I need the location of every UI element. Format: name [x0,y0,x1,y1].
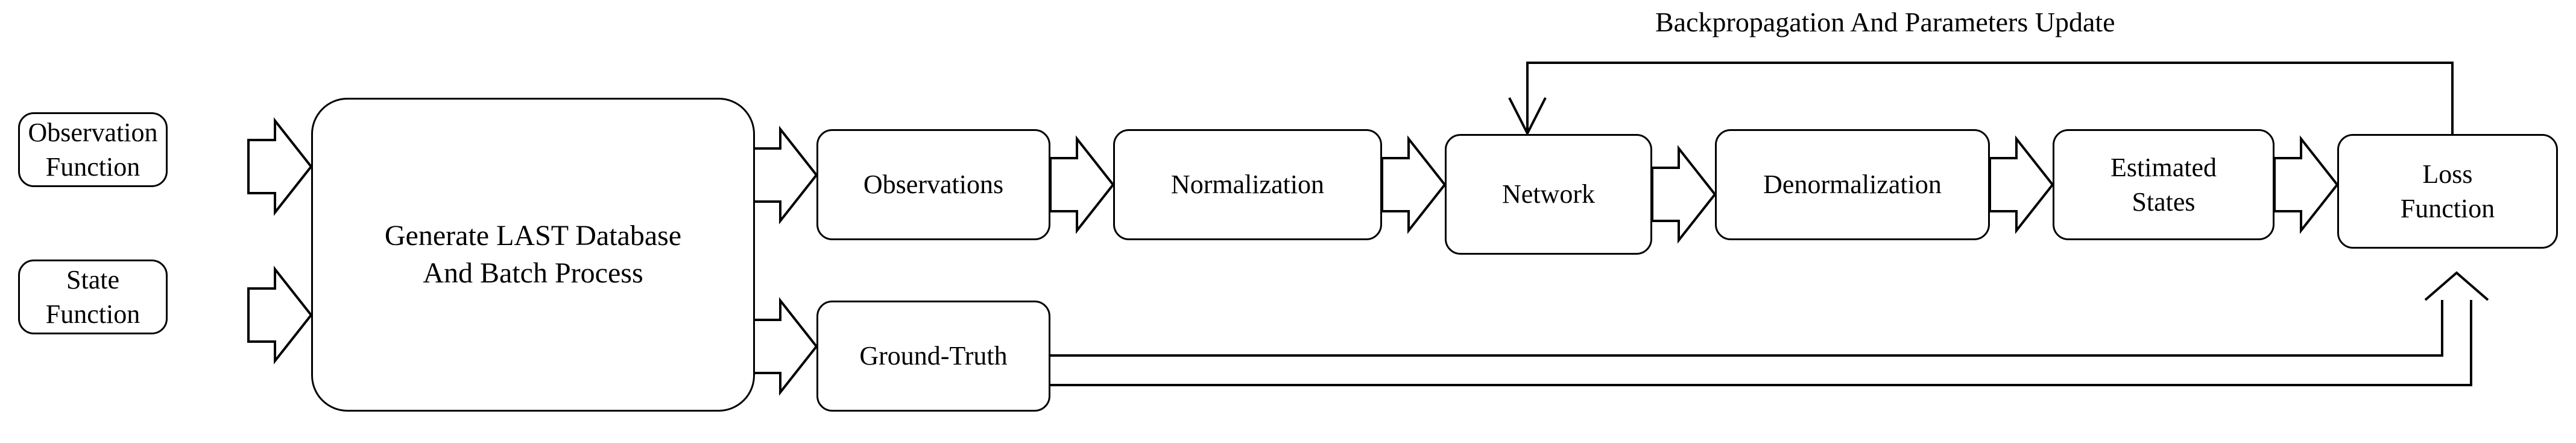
node-normalization-label: Normalization [1170,170,1325,200]
node-state-function[interactable]: State Function [18,260,168,334]
node-denormalization[interactable]: Denormalization [1715,129,1990,240]
node-observations-label: Observations [863,170,1004,200]
backpropagation-annotation-label: Backpropagation And Parameters Update [1655,7,2115,37]
block-arrow-estimated-states-to-loss-function [2273,135,2339,234]
block-arrow-observations-to-normalization [1049,135,1115,234]
block-arrow-generate-to-ground-truth [753,297,818,396]
node-observations[interactable]: Observations [816,129,1050,240]
ground-truth-to-loss-function-rail-lower [1049,300,2472,386]
node-state-function-label: State Function [45,264,140,329]
block-arrow-denormalization-to-estimated-states [1989,135,2054,234]
node-generate-last-database[interactable]: Generate LAST Database And Batch Process [311,98,755,412]
node-normalization[interactable]: Normalization [1113,129,1382,240]
backpropagation-arrowhead [1508,97,1547,136]
node-ground-truth-label: Ground-Truth [859,341,1008,371]
block-arrow-generate-to-observations [753,126,818,225]
node-generate-last-database-label: Generate LAST Database And Batch Process [384,219,682,289]
node-ground-truth[interactable]: Ground-Truth [816,301,1050,412]
ground-truth-to-loss-function-rail [1049,300,2443,357]
node-estimated-states[interactable]: Estimated States [2053,129,2275,240]
backpropagation-feedback-line [1526,62,2454,134]
block-arrow-state-to-generate [247,266,313,365]
node-network[interactable]: Network [1445,134,1652,255]
node-loss-function[interactable]: Loss Function [2337,134,2558,249]
node-network-label: Network [1502,179,1595,209]
node-denormalization-label: Denormalization [1763,170,1942,200]
block-arrow-observation-to-generate [247,117,313,216]
ground-truth-to-loss-function-arrowhead [2424,271,2489,301]
block-arrow-network-to-denormalization [1651,145,1717,244]
node-observation-function-label: Observation Function [28,117,158,182]
node-observation-function[interactable]: Observation Function [18,112,168,187]
node-loss-function-label: Loss Function [2400,159,2495,223]
block-arrow-normalization-to-network [1381,135,1447,234]
node-estimated-states-label: Estimated States [2110,152,2217,217]
